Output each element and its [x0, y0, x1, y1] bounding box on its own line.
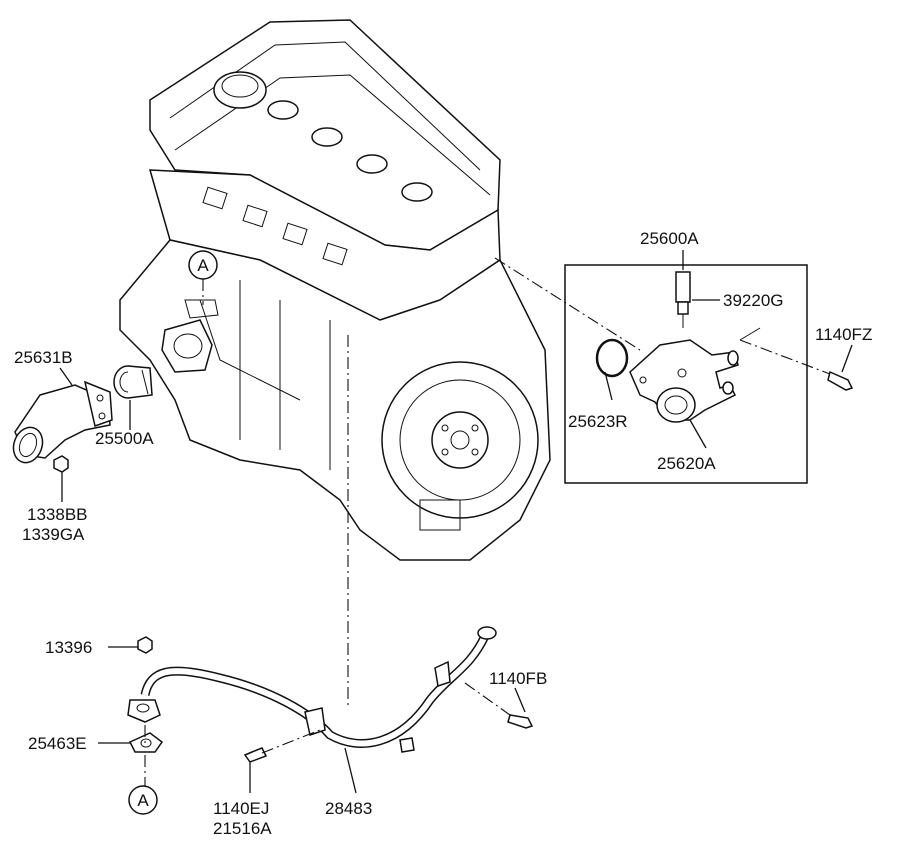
label-25623r: 25623R [568, 412, 628, 431]
outlet-bolt-1140fz [827, 370, 854, 391]
thermostat [113, 365, 153, 399]
label-21516a: 21516A [213, 819, 272, 838]
label-1140fz: 1140FZ [815, 325, 872, 344]
label-25631b: 25631B [14, 348, 73, 367]
water-pipe [127, 626, 497, 753]
o-ring-gasket [595, 338, 629, 378]
reference-marker-a-bottom: A [128, 785, 158, 815]
water-outlet-housing [629, 339, 739, 423]
bolt-1140ej [243, 747, 268, 763]
engine-assembly [119, 19, 551, 561]
label-1339ga: 1339GA [22, 525, 85, 544]
bolt-1140fb [507, 714, 534, 729]
label-28483: 28483 [325, 799, 372, 818]
label-1140ej: 1140EJ [213, 799, 269, 818]
label-1140fb: 1140FB [489, 669, 547, 688]
ref-a-top-label: A [197, 256, 209, 275]
ref-a-bottom-label: A [137, 791, 149, 810]
label-1338bb: 1338BB [27, 505, 88, 524]
label-25500a: 25500A [95, 429, 154, 448]
inlet-fitting-nut [53, 455, 69, 473]
label-25463e: 25463E [28, 734, 87, 753]
reference-marker-a-top: A [188, 250, 218, 305]
label-13396: 13396 [45, 638, 92, 657]
nut-13396 [137, 636, 153, 654]
label-25620a: 25620A [657, 454, 716, 473]
temp-sensor [675, 271, 691, 328]
gasket-25463e [128, 732, 164, 753]
water-inlet-fitting [12, 380, 113, 464]
label-39220g: 39220G [723, 291, 784, 310]
label-25600a: 25600A [640, 229, 699, 248]
water-outlet-box [564, 264, 808, 484]
